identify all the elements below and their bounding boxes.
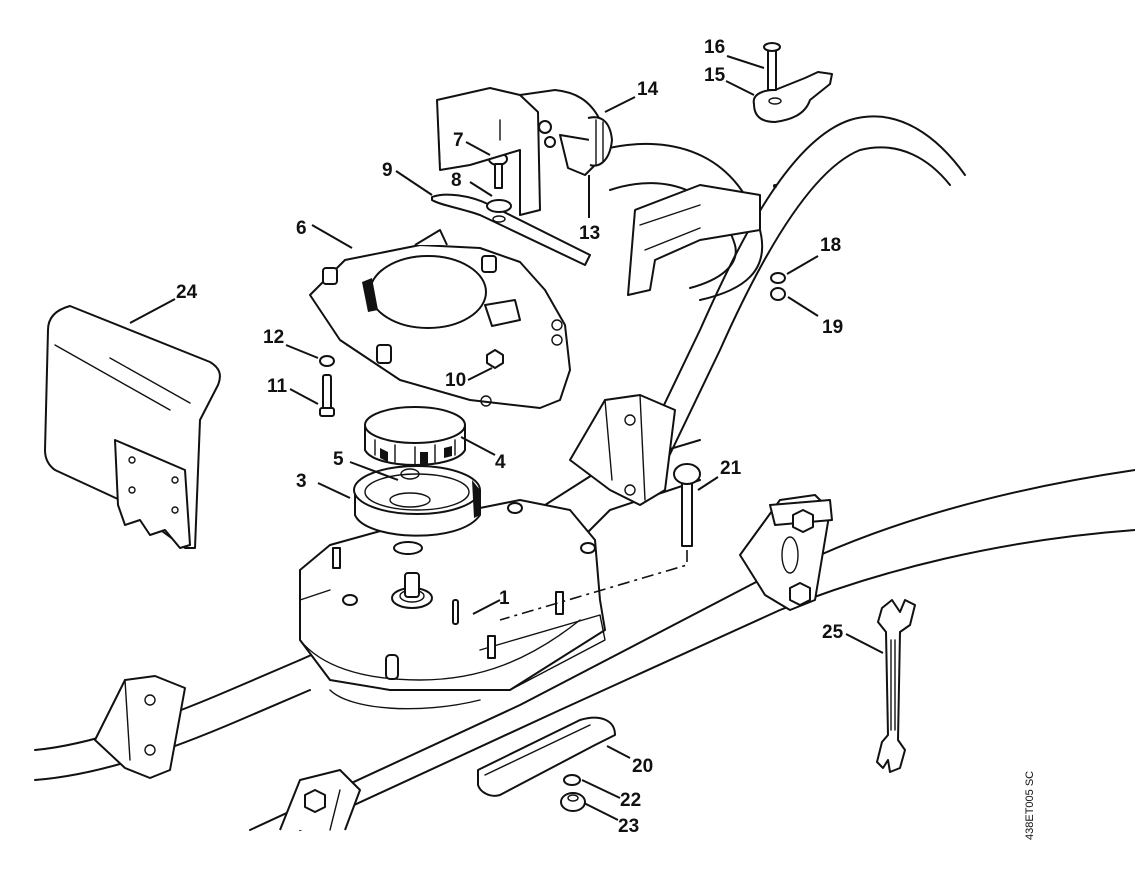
- callout-6: 6: [296, 218, 307, 239]
- callout-10: 10: [445, 370, 466, 391]
- housing-cover-part-6: [309, 229, 571, 409]
- callout-21: 21: [720, 458, 742, 479]
- callout-25: 25: [822, 622, 844, 643]
- handle-mount-bracket: [569, 394, 676, 506]
- nut-part-23: [560, 792, 586, 812]
- guard-part-24: [44, 305, 221, 549]
- lock-washer-part-18: [770, 272, 786, 284]
- callout-24: 24: [176, 282, 198, 303]
- callout-23: 23: [618, 816, 639, 837]
- screw-part-16: [763, 42, 781, 91]
- callout-11: 11: [267, 376, 288, 397]
- callout-15: 15: [704, 65, 726, 86]
- callout-14: 14: [637, 79, 659, 100]
- gear-head-housing: [299, 499, 606, 710]
- callout-1: 1: [499, 588, 510, 609]
- callout-7: 7: [453, 130, 464, 151]
- pin-part-1: [452, 599, 459, 625]
- left-end-bracket: [94, 675, 186, 779]
- throttle-cable-part-14: [587, 116, 613, 167]
- callout-labels: 1 3 4 5 6 7 8 9 10 11 12 13 14 15 16 18 …: [176, 37, 844, 837]
- callout-20: 20: [632, 756, 653, 777]
- callout-13: 13: [579, 223, 600, 244]
- washer-part-8: [486, 199, 512, 213]
- plate-strip-part-9: [431, 193, 591, 266]
- right-clamp-bracket: [739, 494, 833, 611]
- washer-part-5: [400, 468, 420, 480]
- stop-lever-part-15: [752, 71, 833, 123]
- screw-assembly-11-12: [319, 355, 335, 417]
- callout-5: 5: [333, 449, 344, 470]
- callout-19: 19: [822, 317, 843, 338]
- callout-22: 22: [620, 790, 641, 811]
- drawing-code: 438ET005 SC: [1024, 771, 1036, 840]
- nut-part-10: [486, 349, 504, 369]
- leader-lines: [129, 55, 884, 821]
- callout-4: 4: [495, 452, 506, 473]
- callout-18: 18: [820, 235, 841, 256]
- throttle-lever-part-13: [559, 134, 596, 176]
- callout-9: 9: [382, 160, 393, 181]
- clamp-half-part-20: [477, 716, 616, 797]
- callout-12: 12: [263, 327, 284, 348]
- callout-8: 8: [451, 170, 462, 191]
- bolt-part-21: [499, 463, 701, 621]
- wrench-part-25: [876, 599, 916, 773]
- callout-16: 16: [704, 37, 725, 58]
- clutch-shoe-ring-part-4: [364, 406, 466, 466]
- callout-3: 3: [296, 471, 307, 492]
- nut-part-19: [770, 287, 786, 301]
- rear-handle-grip: [627, 184, 761, 296]
- lower-clamp-bracket: [279, 769, 361, 831]
- lock-washer-part-12: [319, 355, 335, 367]
- lock-washer-part-22: [563, 774, 581, 786]
- clutch-drum-part-3: [353, 465, 481, 537]
- throttle-housing: [436, 87, 613, 216]
